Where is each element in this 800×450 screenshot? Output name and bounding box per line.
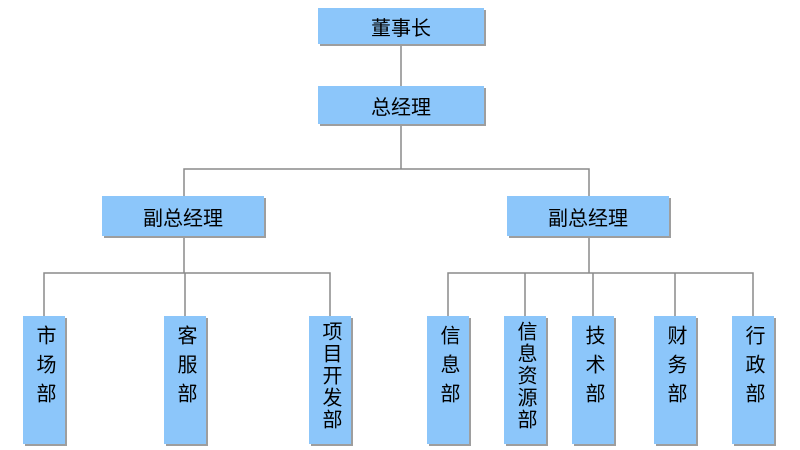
org-node-dept-project-development-label: 项目开发部 bbox=[319, 321, 341, 431]
org-node-general-manager-label: 总经理 bbox=[371, 96, 431, 119]
org-node-deputy-gm-right: 副总经理 bbox=[507, 196, 669, 236]
org-node-dept-project-development: 项目开发部 bbox=[309, 316, 351, 444]
org-node-dept-market-label: 市场部 bbox=[33, 325, 55, 412]
org-node-dept-finance: 财务部 bbox=[654, 316, 696, 444]
org-node-dept-administration-label: 行政部 bbox=[742, 325, 764, 412]
org-node-dept-customer-service-label: 客服部 bbox=[174, 325, 196, 412]
org-node-chairman-label: 董事长 bbox=[371, 17, 431, 40]
org-node-dept-technology-label: 技术部 bbox=[582, 325, 604, 412]
org-node-dept-market: 市场部 bbox=[23, 316, 65, 444]
org-node-chairman: 董事长 bbox=[318, 8, 484, 44]
org-node-deputy-gm-left: 副总经理 bbox=[102, 196, 264, 236]
org-node-dept-information-resources: 信息资源部 bbox=[504, 316, 546, 444]
org-node-dept-information: 信息部 bbox=[427, 316, 469, 444]
org-node-deputy-gm-left-label: 副总经理 bbox=[143, 207, 223, 230]
org-node-dept-customer-service: 客服部 bbox=[164, 316, 206, 444]
org-node-dept-information-resources-label: 信息资源部 bbox=[514, 321, 536, 431]
org-node-dept-information-label: 信息部 bbox=[437, 325, 459, 412]
org-node-dept-technology: 技术部 bbox=[572, 316, 614, 444]
org-node-general-manager: 总经理 bbox=[318, 86, 484, 124]
org-node-dept-administration: 行政部 bbox=[732, 316, 774, 444]
org-node-deputy-gm-right-label: 副总经理 bbox=[548, 207, 628, 230]
org-node-dept-finance-label: 财务部 bbox=[664, 325, 686, 412]
